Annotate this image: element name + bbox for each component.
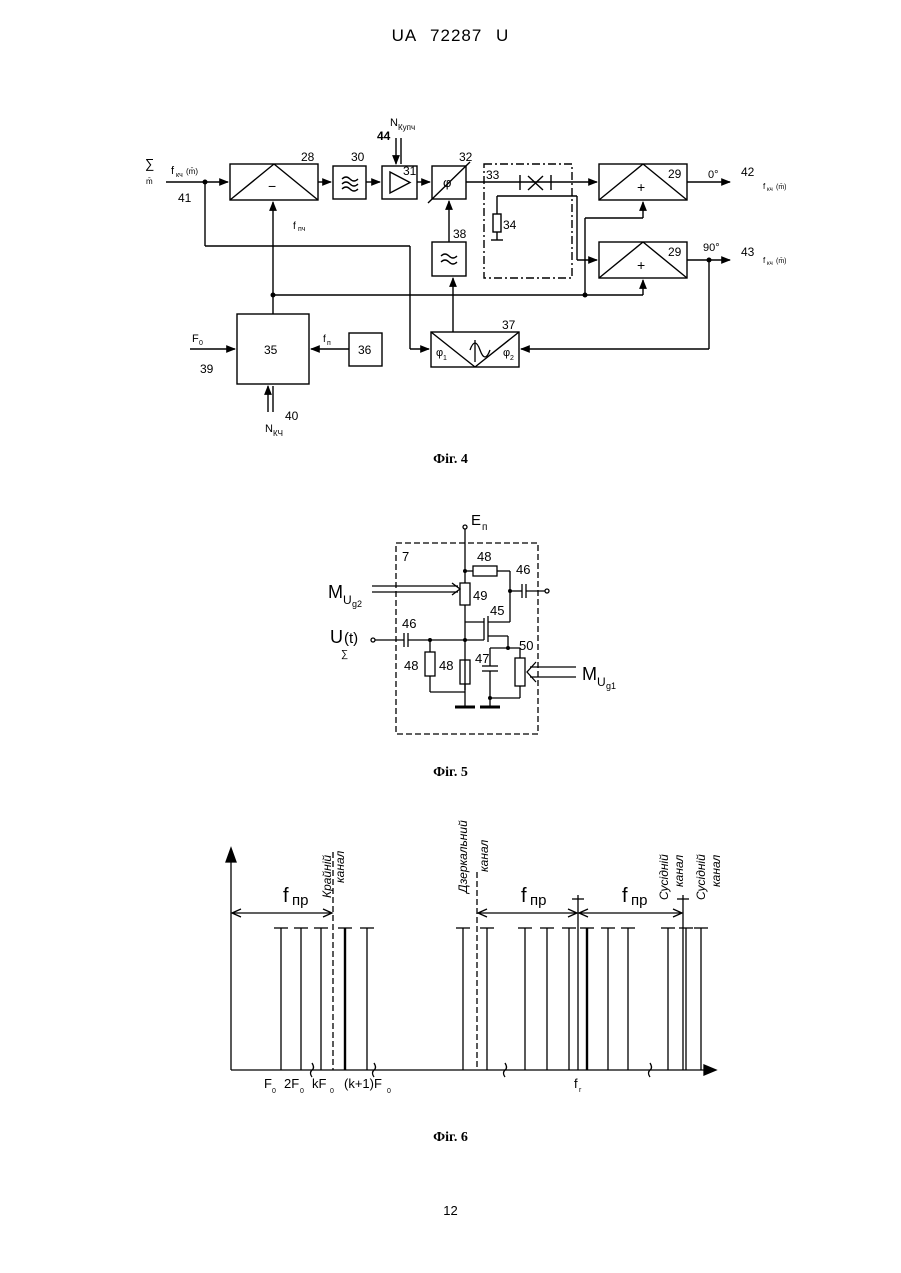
label-42: 42: [741, 165, 755, 179]
label-37: 37: [502, 318, 516, 332]
label-29a: 29: [668, 167, 682, 181]
label-f0-sub: 0: [199, 340, 203, 347]
out42-sub: кч: [767, 187, 773, 193]
input-fsub: кч: [176, 172, 183, 179]
subtract-sign: −: [268, 178, 276, 194]
add-sign-a: +: [637, 179, 645, 195]
out42-m: (m̄): [776, 183, 787, 191]
label-39: 39: [200, 362, 214, 376]
label-30: 30: [351, 150, 365, 164]
label-fp: f: [323, 334, 326, 345]
label-f0: F: [192, 333, 199, 345]
label-34: 34: [503, 218, 517, 232]
figure-4-caption: Фіг. 4: [0, 452, 901, 468]
label-0deg: 0°: [708, 169, 719, 181]
label-fpch-sub: пч: [298, 226, 306, 233]
input-m: (m̄): [186, 167, 198, 176]
label-36: 36: [358, 343, 372, 357]
label-90deg: 90°: [703, 242, 720, 254]
label-43: 43: [741, 245, 755, 259]
label-nkch-sub: КЧ: [273, 429, 283, 438]
input-sum-symbol: ∑: [145, 156, 154, 171]
label-31: 31: [403, 164, 417, 178]
label-nkupch-sub: Купч: [398, 123, 415, 132]
block-30-filter: [333, 166, 366, 199]
label-35: 35: [264, 343, 278, 357]
figure-5-caption: Фіг. 5: [0, 765, 901, 781]
out43-sub: кч: [767, 261, 773, 267]
label-29b: 29: [668, 245, 682, 259]
figure-6-caption: Фіг. 6: [0, 1130, 901, 1146]
input-f: f: [171, 165, 175, 177]
label-nkupch: N: [390, 117, 398, 129]
label-fpch: f: [293, 221, 296, 232]
out43-f: f: [763, 256, 766, 265]
out43-m: (m̄): [776, 257, 787, 265]
label-33: 33: [486, 168, 500, 182]
page-number: 12: [0, 1203, 901, 1218]
label-28: 28: [301, 150, 315, 164]
label-32: 32: [459, 150, 473, 164]
label-40: 40: [285, 409, 299, 423]
input-sum-sub: m̄: [146, 177, 153, 186]
phi1-sub: 1: [443, 355, 447, 362]
phi2-sub: 2: [510, 355, 514, 362]
label-41: 41: [178, 191, 192, 205]
label-44: 44: [377, 129, 391, 143]
label-38: 38: [453, 227, 467, 241]
add-sign-b: +: [637, 257, 645, 273]
label-nkch: N: [265, 423, 273, 435]
label-fp-sub: п: [327, 340, 331, 347]
phi-sign: φ: [443, 175, 451, 190]
block-38-filter: [432, 242, 466, 276]
out42-f: f: [763, 182, 766, 191]
